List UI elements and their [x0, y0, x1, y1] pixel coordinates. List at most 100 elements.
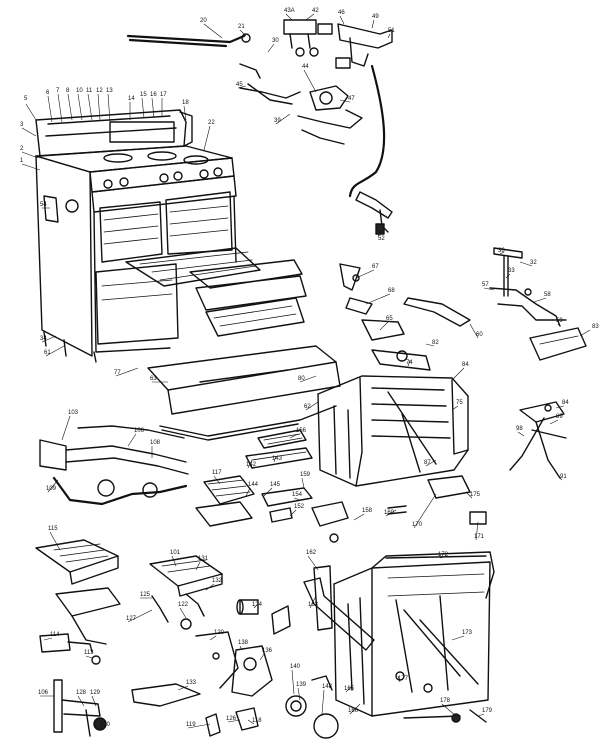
grate-rack-left	[195, 475, 255, 527]
callout-c19: 11	[86, 88, 93, 94]
callout-c68: 154	[292, 492, 303, 498]
callout-c104: 179	[482, 708, 493, 714]
callout-c73: 125	[140, 592, 151, 598]
callout-c100: 171	[474, 534, 485, 540]
callout-c15: 6	[46, 90, 50, 96]
callout-c65: 142	[246, 462, 257, 468]
callout-c92: 128	[76, 690, 87, 696]
callout-c66: 143	[272, 456, 283, 462]
callout-c102: 175	[470, 492, 481, 498]
callout-c106: 177	[398, 676, 409, 682]
control-knob-plate	[529, 327, 587, 361]
callout-c78: 114	[50, 632, 60, 638]
callout-c49: 57	[482, 282, 489, 288]
callout-c76: 122	[178, 602, 189, 608]
callout-c69: 152	[294, 504, 305, 510]
callout-c75: 132	[212, 578, 223, 584]
callout-c62: 117	[212, 470, 222, 476]
callout-c93: 129	[90, 690, 101, 696]
callout-c20: 12	[96, 88, 103, 94]
callout-c74: 131	[198, 556, 209, 562]
callout-c5: 42	[312, 8, 319, 14]
storage-drawer-body	[333, 551, 495, 717]
callout-c10: 45	[236, 82, 243, 88]
callout-c32: 34	[40, 336, 47, 342]
callout-c38: 67	[372, 264, 379, 270]
burner-valve-cluster	[283, 19, 333, 57]
callout-c70: 156	[296, 428, 307, 434]
callout-c33: 61	[44, 350, 51, 356]
callout-c37: 62	[304, 404, 311, 410]
callout-c85: 139	[296, 682, 307, 688]
callout-c50: 58	[544, 292, 551, 298]
callout-c95: 158	[362, 508, 373, 514]
callout-c58: 103	[68, 410, 79, 416]
callout-c72: 101	[170, 550, 181, 556]
callout-c31: 54	[40, 202, 47, 208]
callout-c55: 89	[556, 414, 563, 420]
callout-c24: 16	[150, 92, 157, 98]
gas-supply-tube	[348, 64, 393, 235]
oven-liner-frame	[317, 375, 469, 487]
callout-c16: 7	[56, 88, 60, 94]
callout-c45: 87	[424, 460, 431, 466]
callout-c2: 21	[238, 24, 245, 30]
callout-c44: 75	[456, 400, 463, 406]
callout-c52: 60	[476, 332, 483, 338]
callout-c18: 10	[76, 88, 83, 94]
callout-c107: 165	[344, 686, 355, 692]
callout-c61: 109	[46, 486, 57, 492]
oven-door	[147, 345, 341, 415]
regulator-cylinder	[236, 599, 291, 635]
pilot-tube	[131, 683, 201, 707]
callout-c30: 1	[20, 158, 24, 164]
callout-c6: 46	[338, 10, 345, 16]
callout-c99: 170	[412, 522, 423, 528]
callout-c12: 47	[348, 96, 355, 102]
door-latch-assembly	[509, 401, 567, 479]
callout-c34: 77	[114, 370, 121, 376]
callout-c23: 15	[140, 92, 147, 98]
leader-lines	[21, 13, 591, 731]
callout-c94: 130	[100, 722, 111, 728]
callout-c103: 178	[440, 698, 451, 704]
callout-c48: 33	[508, 268, 515, 274]
callout-c51: 59	[556, 318, 563, 324]
orifice-clip	[205, 707, 259, 737]
valve-bracket	[335, 23, 393, 69]
callout-c9: 44	[302, 64, 309, 70]
callout-c59: 106	[134, 428, 145, 434]
callout-c79: 113	[84, 650, 94, 656]
callout-c13: 52	[378, 236, 385, 242]
callout-c3: 30	[272, 38, 279, 44]
callout-c21: 13	[106, 88, 113, 94]
callout-c108: 166	[348, 708, 359, 714]
callout-c77: 124	[252, 602, 263, 608]
callout-c29: 2	[20, 146, 24, 152]
callout-c64: 145	[270, 482, 281, 488]
callout-c67: 159	[300, 472, 311, 478]
callout-c41: 82	[432, 340, 439, 346]
callout-c47: 32	[530, 260, 537, 266]
callout-c71: 115	[48, 526, 58, 532]
callout-c90: 118	[252, 718, 262, 724]
manifold-pipe	[126, 33, 251, 48]
callout-c63: 144	[248, 482, 259, 488]
oven-rack-assembly	[125, 247, 261, 287]
callout-c39: 68	[388, 288, 395, 294]
burner-tube-assembly	[39, 425, 189, 506]
callout-c26: 18	[182, 100, 189, 106]
thermocouple-fitting	[53, 679, 107, 737]
callout-c17: 8	[66, 88, 70, 94]
callout-c89: 126	[226, 716, 237, 722]
callout-c1: 20	[200, 18, 207, 24]
callout-c11: 39	[274, 118, 281, 124]
callout-c82: 138	[238, 640, 249, 646]
callout-c40: 65	[386, 316, 393, 322]
igniter-pair	[387, 475, 487, 525]
callout-c83: 136	[262, 648, 273, 654]
drawer-slide-rail	[371, 297, 471, 371]
